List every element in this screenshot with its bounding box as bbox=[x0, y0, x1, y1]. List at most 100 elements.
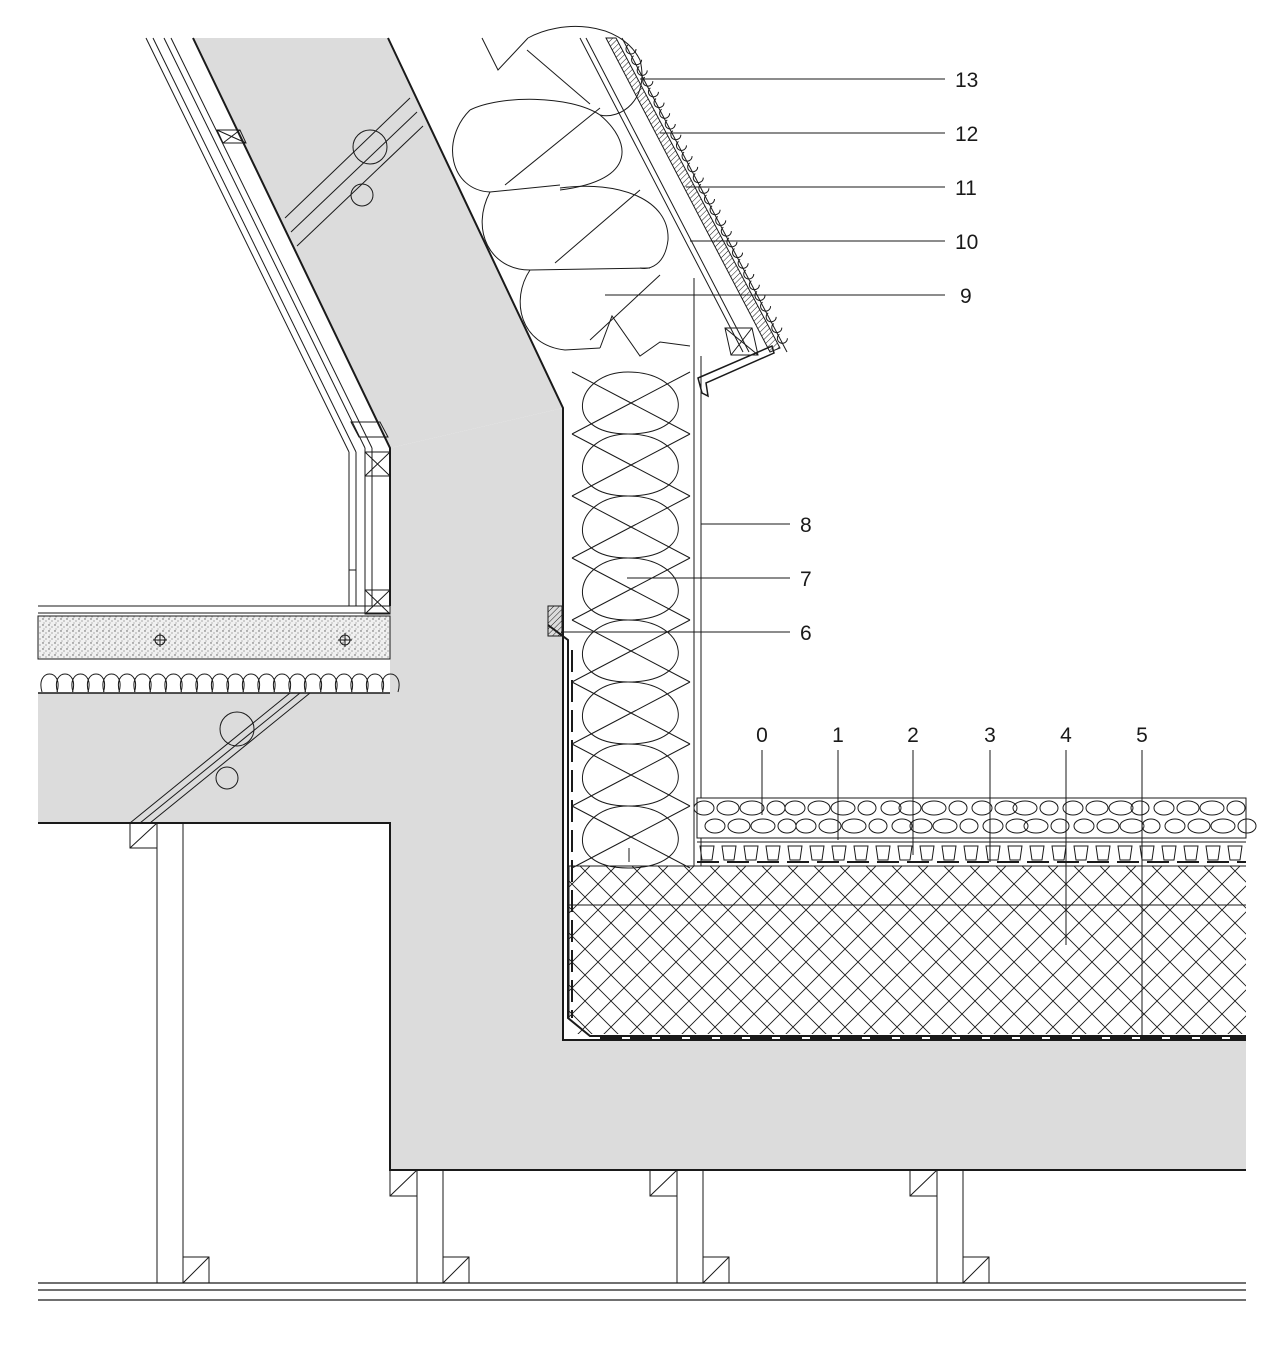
drainage-stud bbox=[831, 845, 847, 861]
drainage-stud bbox=[963, 845, 979, 861]
drainage-stud bbox=[1051, 845, 1067, 861]
post-2 bbox=[389, 1169, 470, 1284]
floor-slab bbox=[38, 693, 390, 823]
drainage-stud bbox=[743, 845, 759, 861]
interior-sloped-cladding bbox=[145, 37, 424, 615]
interior-floor-buildup bbox=[37, 605, 400, 824]
gravel-stone bbox=[857, 800, 877, 816]
gravel-stone bbox=[898, 800, 922, 816]
battens bbox=[216, 129, 391, 615]
callout-label-9: 9 bbox=[960, 285, 972, 308]
drainage-stud bbox=[1161, 845, 1177, 861]
gravel-stones bbox=[693, 800, 1257, 834]
gravel-stone bbox=[727, 818, 751, 834]
gravel-stone bbox=[704, 818, 726, 834]
gravel-stone bbox=[818, 818, 842, 834]
drainage-stud bbox=[1029, 845, 1045, 861]
gravel-stone bbox=[1085, 800, 1109, 816]
gravel-stone bbox=[868, 818, 888, 834]
waterproofing-membrane bbox=[547, 605, 1246, 1039]
callout-11: 11 bbox=[686, 177, 977, 200]
gravel-stone bbox=[909, 818, 933, 834]
gravel-stone bbox=[830, 800, 856, 816]
gravel-stone bbox=[948, 800, 968, 816]
callouts: 13 12 11 10 9 8 7 6 bbox=[561, 69, 1148, 1036]
gravel-stone bbox=[1012, 800, 1038, 816]
gravel-stone bbox=[1237, 818, 1257, 834]
gravel-stone bbox=[693, 800, 715, 816]
drainage-stud bbox=[1117, 845, 1133, 861]
roof-corrugated-covering bbox=[625, 44, 788, 344]
callout-label-6: 6 bbox=[800, 622, 812, 645]
gravel-stone bbox=[1199, 800, 1225, 816]
gravel-stone bbox=[1187, 818, 1211, 834]
gravel-stone bbox=[1005, 818, 1029, 834]
concrete-structure bbox=[38, 37, 1246, 1171]
gravel-stone bbox=[971, 800, 993, 816]
drainage-stud bbox=[721, 845, 737, 861]
gravel-stone bbox=[1153, 800, 1175, 816]
gravel-stone bbox=[1023, 818, 1049, 834]
roof-buildup bbox=[579, 37, 788, 398]
callout-12: 12 bbox=[660, 123, 978, 146]
drainage-stud bbox=[897, 845, 913, 861]
callout-label-7: 7 bbox=[800, 568, 812, 591]
gravel-stone bbox=[795, 818, 817, 834]
xps-insulation bbox=[569, 866, 1246, 1034]
callout-label-4: 4 bbox=[1060, 724, 1072, 747]
floor-impact-insulation bbox=[40, 673, 400, 693]
gravel-stone bbox=[1096, 818, 1120, 834]
gravel-stone bbox=[1039, 800, 1059, 816]
callout-label-3: 3 bbox=[984, 724, 996, 747]
drainage-stud bbox=[809, 845, 825, 861]
callout-9: 9 bbox=[605, 285, 972, 308]
callout-6: 6 bbox=[561, 622, 812, 645]
gravel-stone bbox=[959, 818, 979, 834]
drainage-stud bbox=[787, 845, 803, 861]
callout-label-8: 8 bbox=[800, 514, 812, 537]
gravel-stone bbox=[1176, 800, 1200, 816]
gravel-stone bbox=[807, 800, 831, 816]
drainage-stud bbox=[1227, 845, 1243, 861]
gravel-stone bbox=[1226, 800, 1246, 816]
wall-insulation-rolls bbox=[571, 371, 691, 869]
screed-layer bbox=[37, 615, 391, 660]
post-3 bbox=[649, 1169, 730, 1284]
drainage-stud bbox=[1183, 845, 1199, 861]
gravel-stone bbox=[982, 818, 1004, 834]
terrace-buildup bbox=[568, 797, 1257, 1034]
drainage-stud bbox=[1205, 845, 1221, 861]
roof-timber-board bbox=[605, 37, 781, 353]
gravel-stone bbox=[1164, 818, 1186, 834]
callout-0: 0 bbox=[756, 724, 768, 815]
gravel-stone bbox=[1210, 818, 1236, 834]
drainage-stud bbox=[985, 845, 1001, 861]
callout-label-12: 12 bbox=[955, 123, 978, 146]
gravel-stone bbox=[841, 818, 867, 834]
drainage-stud bbox=[699, 845, 715, 861]
drainage-stud bbox=[1095, 845, 1111, 861]
gravel-stone bbox=[921, 800, 947, 816]
gravel-stone bbox=[1108, 800, 1134, 816]
callout-5: 5 bbox=[1136, 724, 1148, 1036]
post-4 bbox=[909, 1169, 990, 1284]
gravel-stone bbox=[1119, 818, 1145, 834]
gravel-stone bbox=[880, 800, 902, 816]
wall-insulation bbox=[569, 278, 702, 869]
callout-label-13: 13 bbox=[955, 69, 978, 92]
gravel-stone bbox=[932, 818, 958, 834]
roof-insulation-rolls bbox=[452, 25, 691, 357]
drainage-stud bbox=[941, 845, 957, 861]
callout-1: 1 bbox=[832, 724, 844, 840]
callout-label-0: 0 bbox=[756, 724, 768, 747]
gravel-stone bbox=[784, 800, 806, 816]
gravel-stone bbox=[1062, 800, 1084, 816]
drainage-mat bbox=[699, 845, 1243, 861]
callout-label-10: 10 bbox=[955, 231, 978, 254]
callout-7: 7 bbox=[627, 568, 812, 591]
gravel-stone bbox=[750, 818, 776, 834]
drainage-stud bbox=[1007, 845, 1023, 861]
callout-4: 4 bbox=[1060, 724, 1072, 945]
callout-2: 2 bbox=[907, 724, 919, 855]
